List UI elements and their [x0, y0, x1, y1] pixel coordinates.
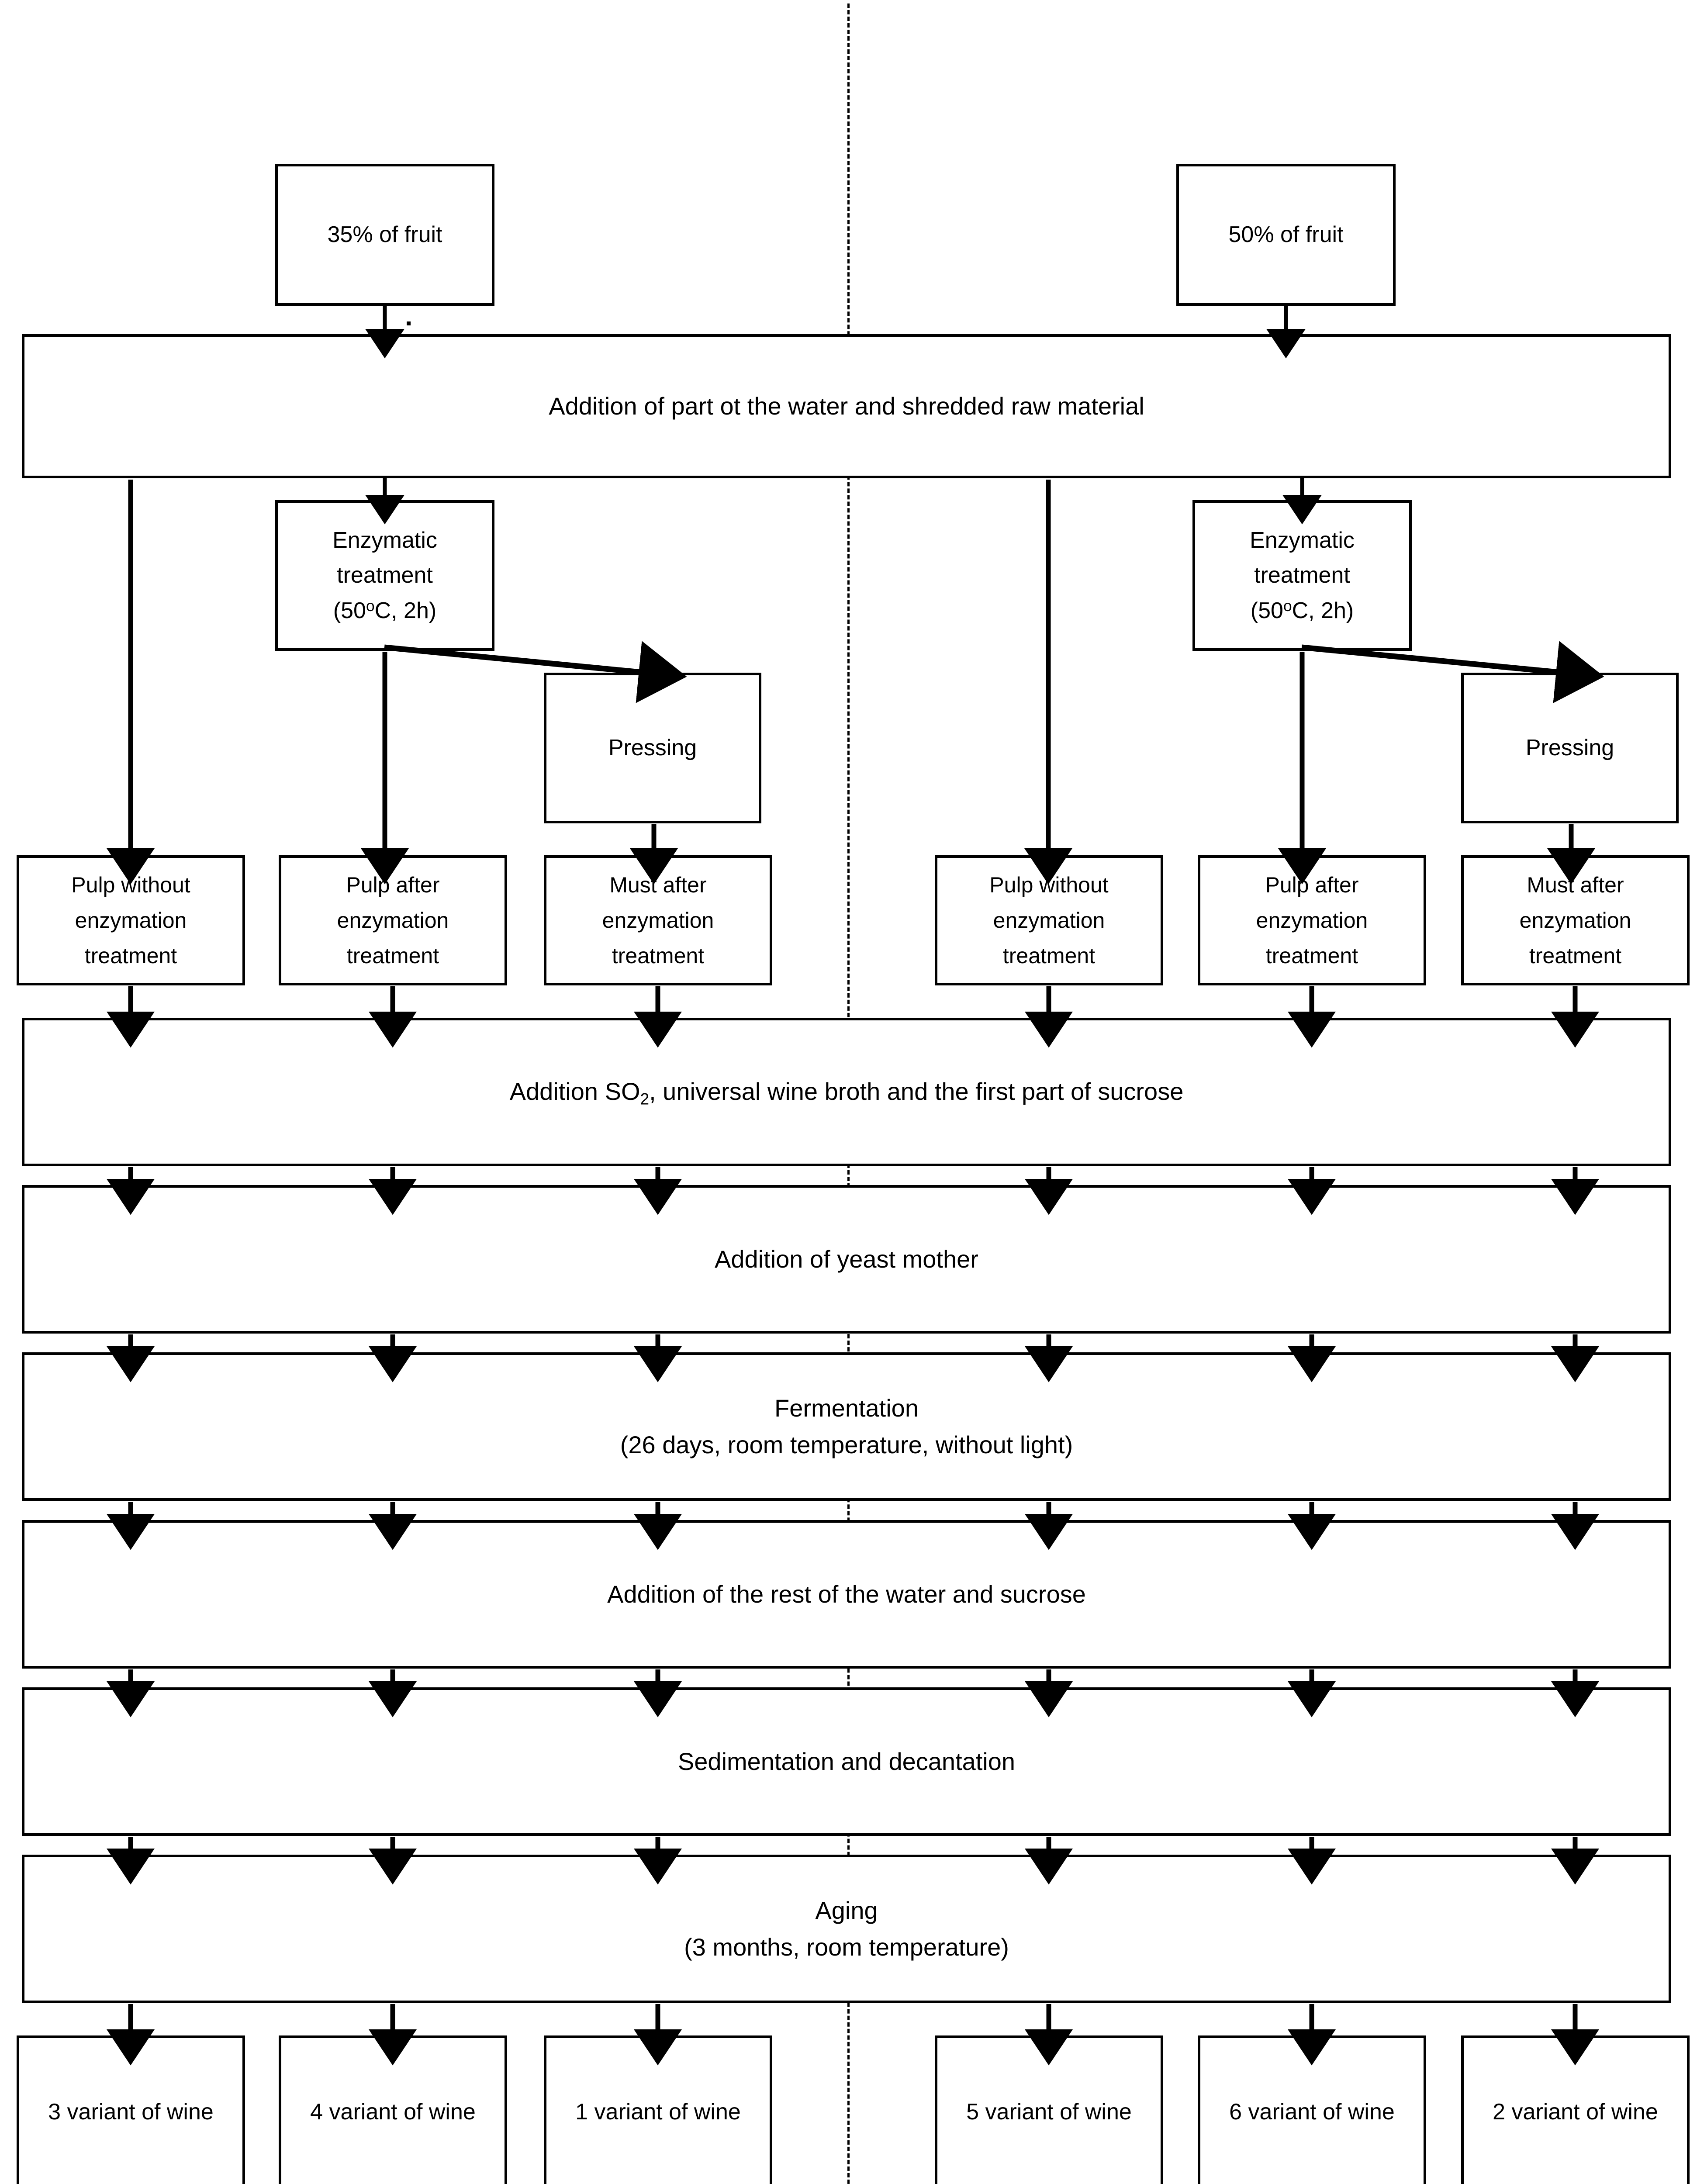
enzymatic-temp-post-left: C, 2h): [374, 598, 437, 623]
intermediate-line2: enzymation: [993, 908, 1105, 933]
intermediate-line3: treatment: [1265, 943, 1358, 968]
stage-bar-aging[interactable]: Aging (3 months, room temperature): [22, 1855, 1671, 2003]
intermediate-line2: enzymation: [1519, 908, 1631, 933]
degree-symbol-left: o: [366, 597, 375, 615]
so2-suffix: , universal wine broth and the first par…: [649, 1077, 1184, 1105]
enzymatic-box-left[interactable]: Enzymatic treatment (50oC, 2h): [275, 500, 494, 651]
source-box-left[interactable]: 35% of fruit: [275, 164, 494, 306]
intermediate-line2: enzymation: [337, 908, 449, 933]
intermediate-box-left-2[interactable]: Pulp after enzymation treatment: [279, 855, 507, 985]
stage-label-yeast: Addition of yeast mother: [715, 1245, 978, 1273]
pressing-label-right: Pressing: [1525, 735, 1614, 761]
intermediate-line1: Pulp without: [71, 872, 190, 897]
enzymatic-label-left: Enzymatic treatment (50oC, 2h): [329, 523, 441, 629]
stage-label-sedimentation: Sedimentation and decantation: [677, 1748, 1016, 1775]
degree-symbol-right: o: [1283, 597, 1292, 615]
fermentation-line2: (26 days, room temperature, without ligh…: [620, 1431, 1073, 1458]
stage-label-so2: Addition SO2, universal wine broth and t…: [506, 1073, 1187, 1111]
intermediate-label-left-1: Pulp without enzymation treatment: [68, 867, 194, 974]
output-box-left-1[interactable]: 3 variant of wine: [17, 2035, 245, 2184]
enzymatic-line2-right: treatment: [1254, 563, 1350, 588]
stage-label-aging: Aging (3 months, room temperature): [681, 1892, 1013, 1966]
intermediate-line3: treatment: [84, 943, 177, 968]
intermediate-box-right-2[interactable]: Pulp after enzymation treatment: [1198, 855, 1426, 985]
stray-dot-artifact: [407, 321, 411, 325]
output-box-left-2[interactable]: 4 variant of wine: [279, 2035, 507, 2184]
intermediate-line3: treatment: [346, 943, 439, 968]
stage-bar-so2[interactable]: Addition SO2, universal wine broth and t…: [22, 1018, 1671, 1166]
pressing-label-left: Pressing: [608, 735, 697, 761]
intermediate-line1: Pulp without: [989, 872, 1109, 897]
intermediate-line2: enzymation: [1256, 908, 1368, 933]
enzymatic-line1-left: Enzymatic: [332, 527, 437, 553]
source-box-right[interactable]: 50% of fruit: [1176, 164, 1396, 306]
stage-label-rest-water: Addition of the rest of the water and su…: [607, 1580, 1086, 1608]
intermediate-label-right-2: Pulp after enzymation treatment: [1253, 867, 1372, 974]
stage-label-fermentation: Fermentation (26 days, room temperature,…: [617, 1390, 1076, 1463]
pressing-box-right[interactable]: Pressing: [1461, 673, 1679, 823]
output-label-right-2: 6 variant of wine: [1229, 2099, 1395, 2125]
intermediate-line1: Must after: [609, 872, 707, 897]
output-label-left-1: 3 variant of wine: [48, 2099, 214, 2125]
intermediate-label-left-3: Must after enzymation treatment: [599, 867, 718, 974]
stage-bar-fermentation[interactable]: Fermentation (26 days, room temperature,…: [22, 1352, 1671, 1501]
intermediate-label-right-1: Pulp without enzymation treatment: [986, 867, 1112, 974]
output-label-left-2: 4 variant of wine: [310, 2099, 476, 2125]
arrow-enzymatic-to-pressing-left: [384, 641, 687, 703]
output-label-right-1: 5 variant of wine: [966, 2099, 1132, 2125]
aging-line1: Aging: [815, 1897, 878, 1924]
enzymatic-line1-right: Enzymatic: [1250, 527, 1355, 553]
enzymatic-line2-left: treatment: [337, 563, 433, 588]
intermediate-line1: Pulp after: [346, 872, 440, 897]
pressing-box-left[interactable]: Pressing: [544, 673, 761, 823]
source-label-right: 50% of fruit: [1228, 222, 1344, 248]
source-label-left: 35% of fruit: [327, 222, 442, 248]
stage-bar-sedimentation[interactable]: Sedimentation and decantation: [22, 1687, 1671, 1836]
enzymatic-label-right: Enzymatic treatment (50oC, 2h): [1246, 523, 1358, 629]
enzymatic-box-right[interactable]: Enzymatic treatment (50oC, 2h): [1192, 500, 1412, 651]
stage-label-water-shredding: Addition of part ot the water and shredd…: [549, 392, 1144, 420]
intermediate-line3: treatment: [1002, 943, 1096, 968]
stage-bar-rest-water[interactable]: Addition of the rest of the water and su…: [22, 1520, 1671, 1669]
enzymatic-temp-post-right: C, 2h): [1292, 598, 1354, 623]
enzymatic-temp-pre-right: (50: [1250, 598, 1283, 623]
intermediate-box-left-1[interactable]: Pulp without enzymation treatment: [17, 855, 245, 985]
so2-subscript: 2: [640, 1089, 650, 1108]
output-label-left-3: 1 variant of wine: [575, 2099, 741, 2125]
intermediate-box-right-1[interactable]: Pulp without enzymation treatment: [935, 855, 1163, 985]
intermediate-line2: enzymation: [75, 908, 187, 933]
so2-prefix: Addition SO: [509, 1077, 640, 1105]
intermediate-box-left-3[interactable]: Must after enzymation treatment: [544, 855, 772, 985]
output-box-right-3[interactable]: 2 variant of wine: [1461, 2035, 1690, 2184]
enzymatic-temp-pre-left: (50: [333, 598, 366, 623]
intermediate-box-right-3[interactable]: Must after enzymation treatment: [1461, 855, 1690, 985]
output-box-right-2[interactable]: 6 variant of wine: [1198, 2035, 1426, 2184]
stage-bar-water-shredding[interactable]: Addition of part ot the water and shredd…: [22, 334, 1671, 478]
intermediate-line1: Pulp after: [1265, 872, 1359, 897]
fermentation-line1: Fermentation: [774, 1394, 919, 1422]
intermediate-line1: Must after: [1527, 872, 1624, 897]
intermediate-label-right-3: Must after enzymation treatment: [1516, 867, 1635, 974]
output-box-right-1[interactable]: 5 variant of wine: [935, 2035, 1163, 2184]
aging-line2: (3 months, room temperature): [684, 1933, 1009, 1961]
intermediate-line2: enzymation: [602, 908, 714, 933]
diagonal-group: [384, 641, 1604, 703]
intermediate-line3: treatment: [612, 943, 705, 968]
intermediate-line3: treatment: [1529, 943, 1622, 968]
output-box-left-3[interactable]: 1 variant of wine: [544, 2035, 772, 2184]
output-label-right-3: 2 variant of wine: [1493, 2099, 1658, 2125]
stage-bar-yeast[interactable]: Addition of yeast mother: [22, 1185, 1671, 1334]
intermediate-label-left-2: Pulp after enzymation treatment: [334, 867, 453, 974]
arrow-enzymatic-to-pressing-right: [1301, 641, 1604, 703]
